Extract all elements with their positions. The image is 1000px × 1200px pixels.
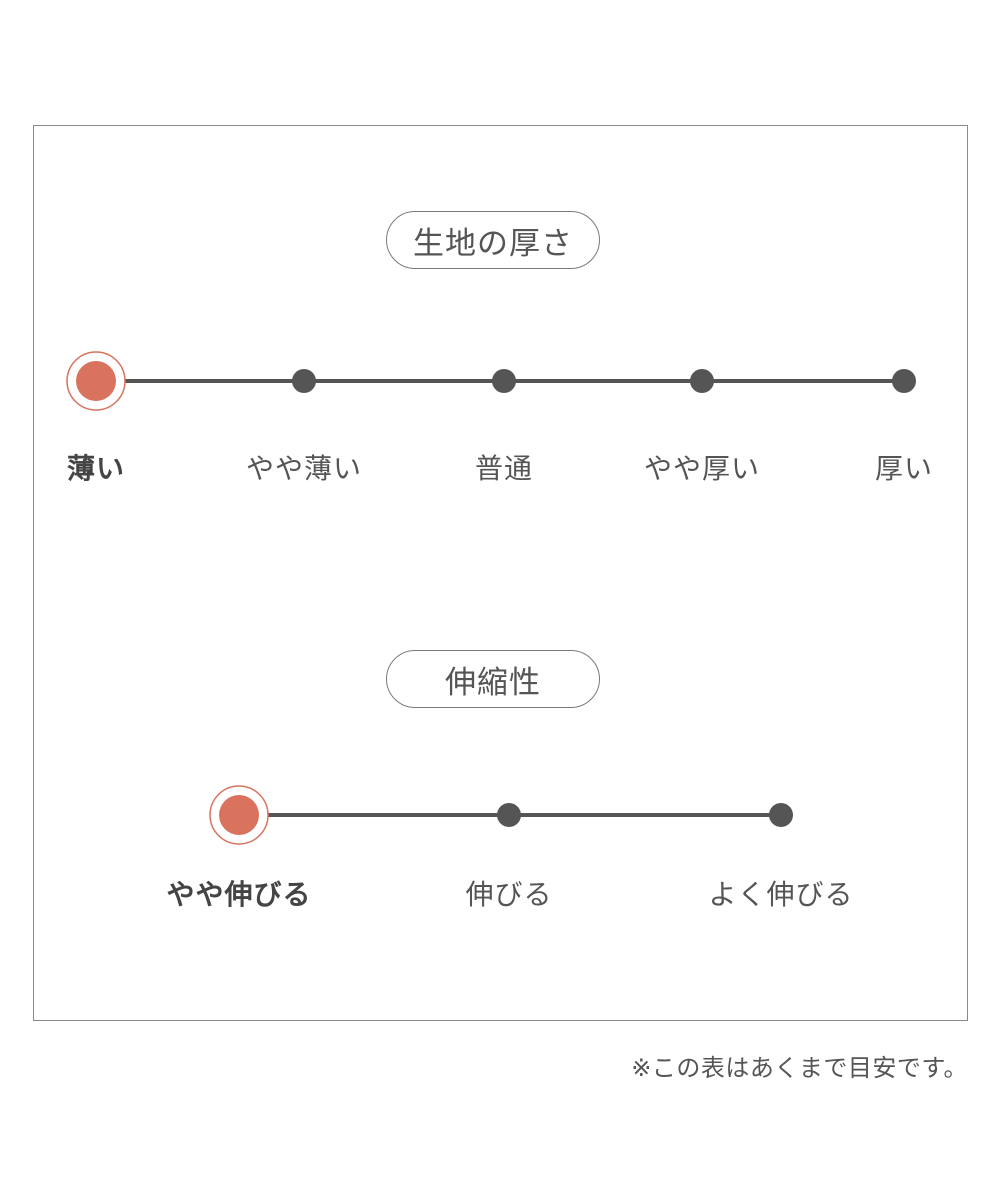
stretch-level-label: よく伸びる xyxy=(708,878,854,911)
disclaimer-note: ※この表はあくまで目安です。 xyxy=(631,1054,968,1082)
stretch-level-label: 伸びる xyxy=(465,878,553,911)
thickness-level-label: 普通 xyxy=(474,452,534,485)
thickness-level-label: やや薄い xyxy=(245,452,363,485)
spec-card xyxy=(33,125,968,1021)
thickness-level-label: やや厚い xyxy=(643,452,761,485)
stretch-title: 伸縮性 xyxy=(445,664,541,701)
thickness-level-label: 厚い xyxy=(874,452,934,485)
stretch-title-badge: 伸縮性 xyxy=(386,650,600,708)
thickness-title: 生地の厚さ xyxy=(413,225,573,262)
thickness-title-badge: 生地の厚さ xyxy=(386,211,600,269)
thickness-level-label: 薄い xyxy=(66,452,126,485)
stretch-level-label: やや伸びる xyxy=(166,878,312,911)
